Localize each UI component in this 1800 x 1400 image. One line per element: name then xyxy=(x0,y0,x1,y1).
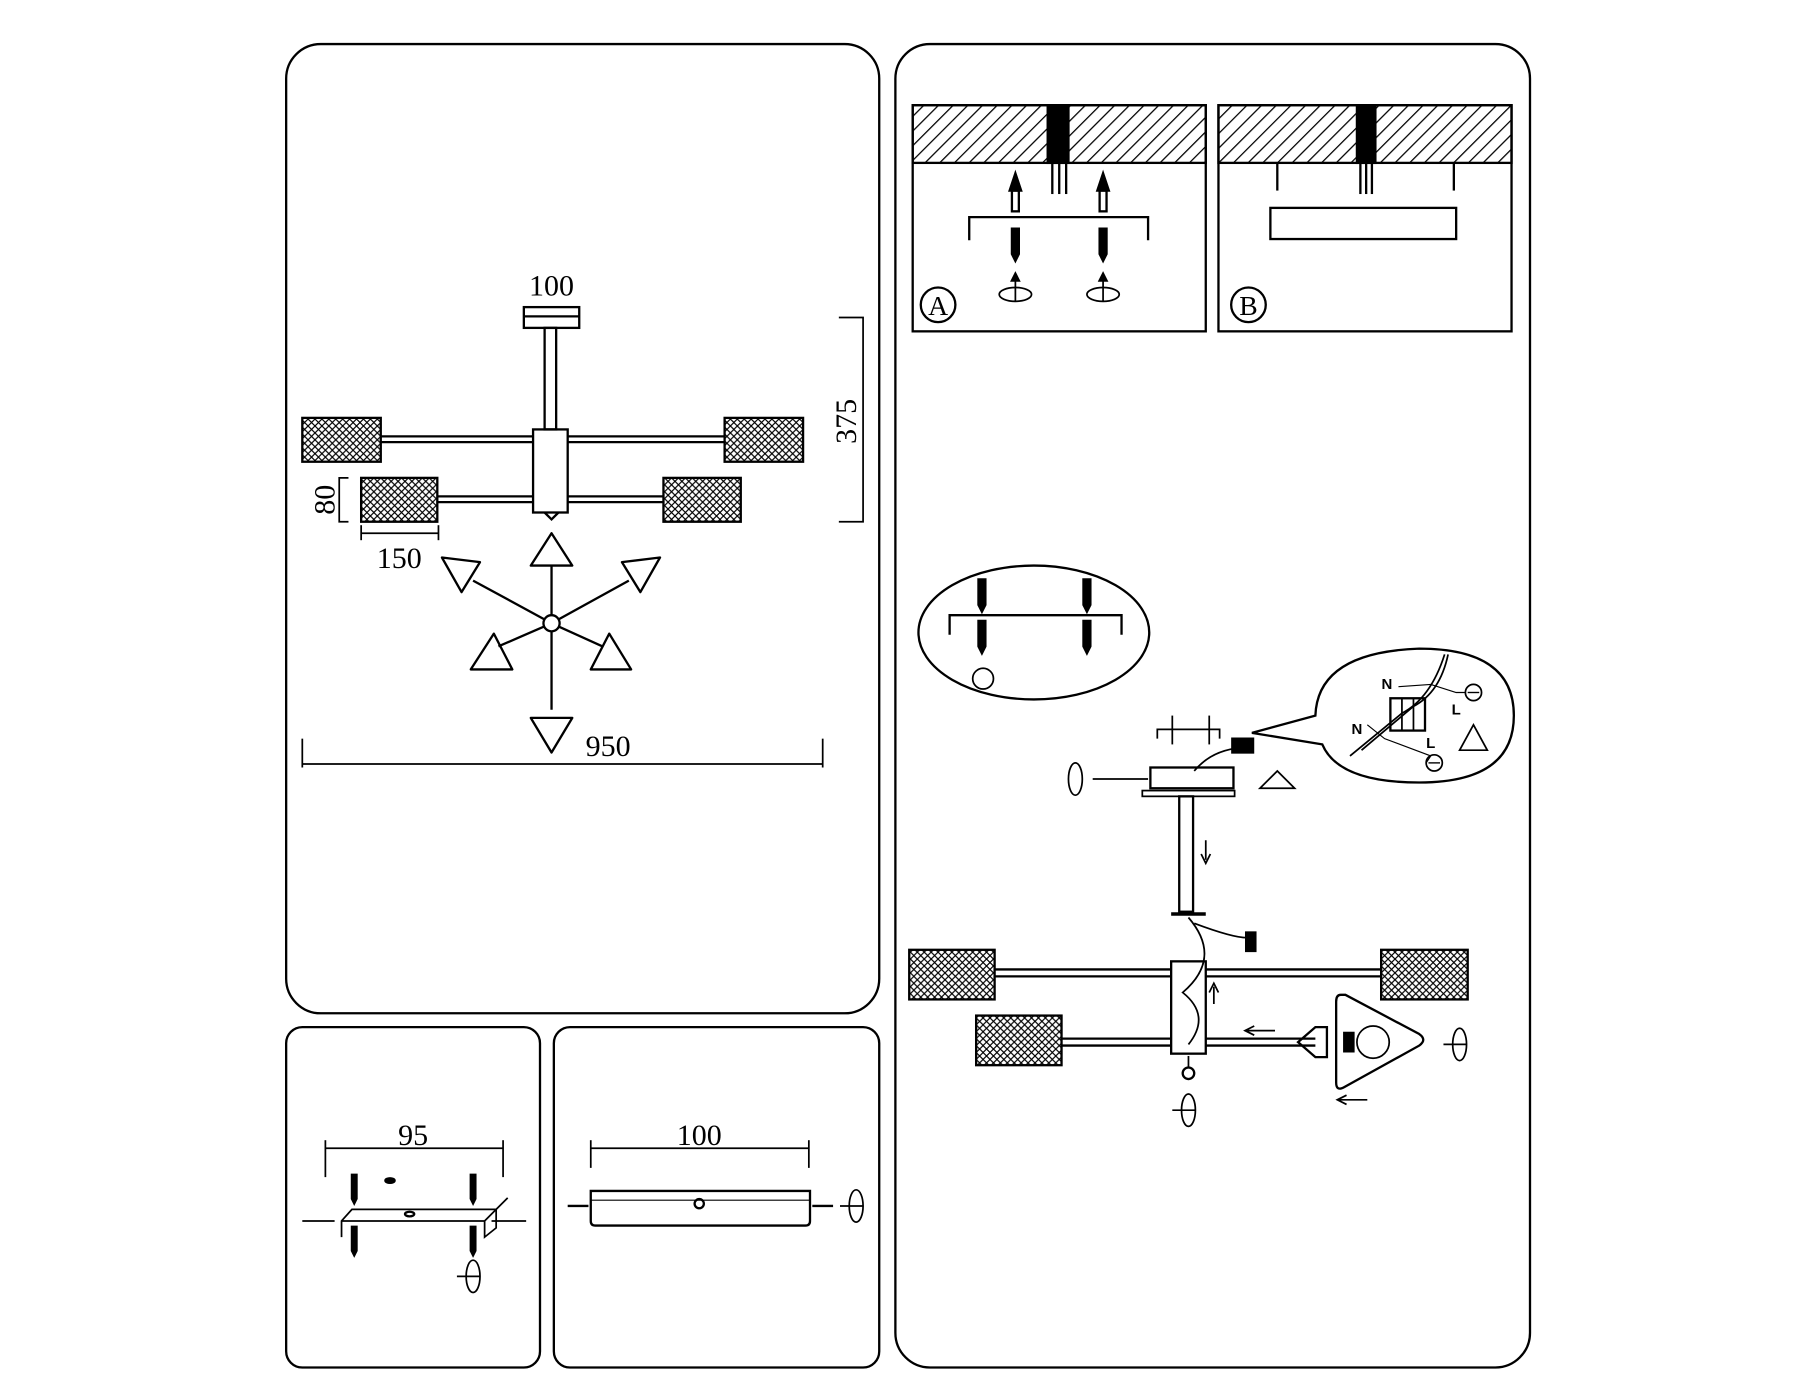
bracket-panel xyxy=(285,1025,542,1369)
rotate-icon xyxy=(1171,1092,1197,1128)
shade xyxy=(723,416,805,463)
rotate-icon xyxy=(839,1188,864,1223)
step-a-label: A xyxy=(928,290,948,321)
wire-label-live: L xyxy=(1426,735,1435,752)
dim-shade-length: 150 xyxy=(377,542,422,575)
step-a xyxy=(911,104,1207,333)
dim-height: 375 xyxy=(830,399,863,444)
shade xyxy=(359,476,439,523)
overview-panel xyxy=(284,42,881,1015)
dim-total-width: 950 xyxy=(586,730,631,763)
rotate-icon xyxy=(456,1259,481,1294)
dim-canopy-panel-width: 100 xyxy=(677,1119,722,1152)
stem xyxy=(543,326,558,431)
rotate-icon xyxy=(1442,1027,1468,1062)
center-body xyxy=(531,428,569,514)
install-panel xyxy=(894,42,1532,1369)
dim-canopy-width: 100 xyxy=(529,270,574,303)
shade xyxy=(662,476,742,523)
rotate-icon xyxy=(1085,272,1121,303)
wire-label-live: L xyxy=(1452,701,1461,718)
step-b-label: B xyxy=(1239,290,1257,321)
dim-shade-height: 80 xyxy=(309,485,342,515)
wire-label-neutral: N xyxy=(1352,721,1363,738)
rotate-icon xyxy=(998,272,1033,303)
top-view xyxy=(440,532,662,754)
wiring-detail xyxy=(1251,647,1516,784)
canopy-panel xyxy=(552,1025,881,1369)
warning-high-voltage-icon xyxy=(1257,769,1297,790)
bracket-detail xyxy=(917,564,1151,701)
dim-bracket-width: 95 xyxy=(398,1119,428,1152)
warning-high-voltage-icon xyxy=(1458,723,1489,752)
shade xyxy=(301,416,382,463)
assembly xyxy=(908,715,1469,1106)
wire-label-neutral: N xyxy=(1382,676,1393,693)
step-b xyxy=(1217,104,1513,333)
